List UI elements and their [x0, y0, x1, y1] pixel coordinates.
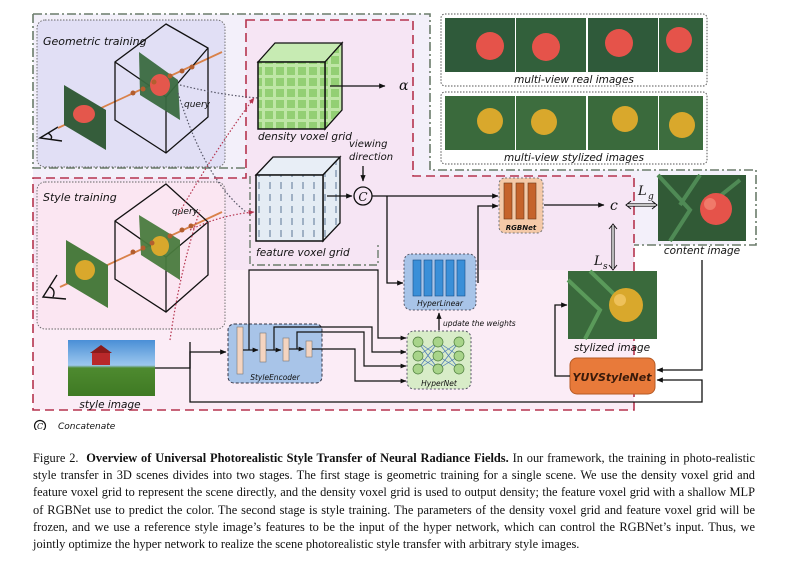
- multi-view-real-label: multi-view real images: [514, 74, 634, 86]
- query-label-geometric: query: [184, 100, 211, 110]
- hyperlinear-to-rgbnet-arrow: [477, 203, 499, 283]
- feature-grid-box: [249, 176, 379, 266]
- sample-points: [130, 64, 195, 96]
- content-image-label: content image: [664, 245, 740, 257]
- yuv-to-stylized-arrow: [554, 302, 570, 377]
- styleencoder-label: StyleEncoder: [250, 373, 300, 382]
- hyperlinear-label: HyperLinear: [417, 299, 464, 308]
- update-weights-label: update the weights: [443, 319, 516, 328]
- stylized-view-thumbnails: [445, 96, 703, 150]
- loss-s-symbol: L: [593, 254, 603, 269]
- geometric-training-panel: Geometric training query: [36, 19, 226, 168]
- concatenate-legend: C Concatenate: [33, 419, 116, 430]
- camera-eye-icon: [41, 274, 67, 300]
- style-image-label: style image: [79, 399, 140, 411]
- density-voxel-grid: density voxel grid: [256, 41, 352, 143]
- query-label-style: query: [172, 207, 199, 217]
- yuvstylenet-label: YUVStyleNet: [573, 371, 653, 384]
- figure-number: Figure 2.: [33, 451, 79, 465]
- legend-symbol: C: [37, 422, 43, 430]
- geometric-training-title: Geometric training: [43, 35, 147, 48]
- view-image-plane: [66, 240, 108, 308]
- density-grid-label: density voxel grid: [258, 131, 352, 143]
- method-overview-figure: Geometric training query Style training: [32, 13, 757, 430]
- loss-s-subscript: s: [603, 262, 608, 272]
- sample-points: [130, 223, 194, 255]
- encoder-to-hypernet-arrows: [248, 269, 407, 384]
- geometric-loss: L g: [625, 184, 658, 210]
- figure-caption: Figure 2. Overview of Universal Photorea…: [33, 450, 755, 553]
- style-training-panel: Style training query: [36, 181, 226, 330]
- real-view-thumbnails: [445, 18, 703, 72]
- style-to-yuv-arrow: [189, 342, 703, 403]
- content-to-yuv-arrow: [656, 260, 703, 373]
- style-image-to-encoder-arrow: [155, 349, 227, 369]
- multi-view-stylized-label: multi-view stylized images: [504, 152, 644, 164]
- cube-image-plane: [139, 215, 180, 280]
- rgbnet-block: RGBNet: [498, 177, 544, 234]
- multi-view-real-images: multi-view real images: [440, 13, 708, 87]
- legend-text: Concatenate: [58, 422, 116, 430]
- hypernet-label: HyperNet: [421, 379, 458, 388]
- concat-to-hyperlinear-arrow: [386, 196, 404, 286]
- loss-g-symbol: L: [637, 184, 647, 199]
- concat-legend-icon: [33, 419, 47, 430]
- styleencoder-block: StyleEncoder: [227, 323, 323, 384]
- stylized-image-label: stylized image: [574, 342, 650, 354]
- rgbnet-label: RGBNet: [506, 224, 537, 232]
- yuvstylenet-block: YUVStyleNet: [569, 357, 656, 395]
- caption-body: In our framework, the training in photo-…: [33, 451, 755, 552]
- multi-view-stylized-images: multi-view stylized images: [440, 91, 708, 165]
- loss-g-subscript: g: [648, 192, 654, 202]
- style-image: style image: [68, 340, 155, 411]
- alpha-output: α: [399, 78, 409, 94]
- camera-eye-icon: [37, 126, 63, 142]
- content-image: content image: [656, 173, 746, 257]
- feature-grid-label: feature voxel grid: [256, 247, 350, 259]
- style-loss: L s: [593, 223, 618, 272]
- stylized-image: stylized image: [566, 269, 657, 354]
- concat-symbol: C: [358, 190, 367, 204]
- query-connections: [169, 84, 259, 341]
- direction-label: direction: [349, 152, 393, 163]
- caption-title: Overview of Universal Photorealistic Sty…: [86, 451, 509, 465]
- hyperlinear-block: HyperLinear: [403, 253, 477, 311]
- view-image-plane: [64, 85, 106, 150]
- hypernet-block: HyperNet: [406, 330, 472, 390]
- style-training-title: Style training: [43, 191, 117, 204]
- feature-voxel-grid: feature voxel grid: [254, 155, 350, 259]
- color-output: c: [610, 198, 618, 214]
- viewing-label: viewing: [349, 139, 388, 150]
- cube-image-plane: [139, 52, 180, 120]
